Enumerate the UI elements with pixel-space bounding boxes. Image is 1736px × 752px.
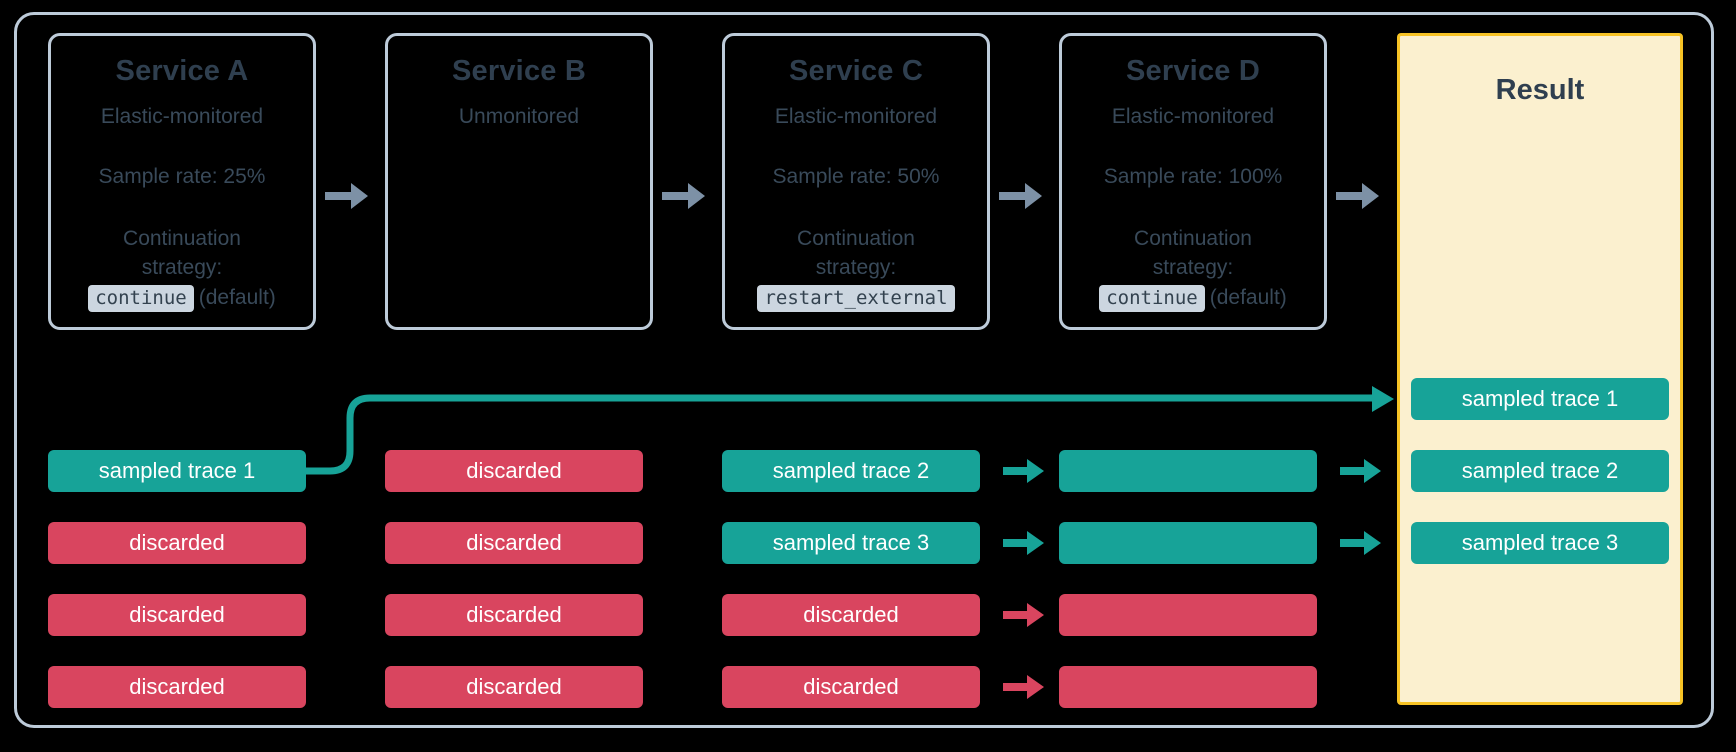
trace-arrow-d2-result3 — [1340, 531, 1381, 555]
trace-pill-b-1: discarded — [385, 450, 643, 492]
service-flow-arrow-d-result — [1336, 183, 1379, 209]
service-a-title: Service A — [115, 55, 249, 87]
service-a-strategy-note: (default) — [198, 286, 276, 310]
trace-pill-d-1 — [1059, 450, 1317, 492]
service-d-strategy-note: (default) — [1209, 286, 1287, 310]
service-flow-arrow-b-c — [662, 183, 705, 209]
result-pill-1: sampled trace 1 — [1411, 378, 1669, 420]
service-a-monitoring: Elastic-monitored — [100, 104, 264, 128]
trace-pill-d-4 — [1059, 666, 1317, 708]
trace-arrow-c3-d3 — [1003, 603, 1044, 627]
trace-arrow-d1-result2 — [1340, 459, 1381, 483]
trace-arrow-c2-d2 — [1003, 531, 1044, 555]
service-d-strategy-value: continue — [1099, 284, 1205, 312]
service-a-sample-rate: Sample rate: 25% — [98, 164, 266, 188]
result-pill-3: sampled trace 3 — [1411, 522, 1669, 564]
trace-pill-d-2 — [1059, 522, 1317, 564]
trace-arrow-c1-d1 — [1003, 459, 1044, 483]
service-c-sample-rate: Sample rate: 50% — [772, 164, 940, 188]
result-title: Result — [1495, 74, 1585, 106]
service-a-strategy-line: continue(default) — [51, 284, 313, 312]
service-d-title: Service D — [1126, 55, 1260, 87]
service-card-a: Service A Elastic-monitored Sample rate:… — [48, 33, 316, 330]
service-card-d: Service D Elastic-monitored Sample rate:… — [1059, 33, 1327, 330]
trace-arrow-c4-d4 — [1003, 675, 1044, 699]
service-b-monitoring: Unmonitored — [458, 104, 580, 128]
trace-pill-c-3: discarded — [722, 594, 980, 636]
service-c-strategy-line: restart_external — [725, 284, 987, 312]
trace-pill-b-3: discarded — [385, 594, 643, 636]
trace-pill-c-2: sampled trace 3 — [722, 522, 980, 564]
service-card-b: Service B Unmonitored — [385, 33, 653, 330]
trace-pill-b-4: discarded — [385, 666, 643, 708]
service-d-strategy-line: continue(default) — [1062, 284, 1324, 312]
service-flow-arrow-a-b — [325, 183, 368, 209]
trace-pill-b-2: discarded — [385, 522, 643, 564]
service-c-title: Service C — [789, 55, 923, 87]
trace-pill-c-4: discarded — [722, 666, 980, 708]
service-flow-arrow-c-d — [999, 183, 1042, 209]
trace-pill-a-2: discarded — [48, 522, 306, 564]
trace-pill-a-3: discarded — [48, 594, 306, 636]
service-a-strategy-value: continue — [88, 284, 194, 312]
service-b-title: Service B — [452, 55, 586, 87]
service-card-c: Service C Elastic-monitored Sample rate:… — [722, 33, 990, 330]
trace-pill-a-4: discarded — [48, 666, 306, 708]
service-c-strategy-value: restart_external — [757, 284, 955, 312]
service-d-monitoring: Elastic-monitored — [1111, 104, 1275, 128]
trace-pill-c-1: sampled trace 2 — [722, 450, 980, 492]
service-d-sample-rate: Sample rate: 100% — [1103, 164, 1283, 188]
service-c-monitoring: Elastic-monitored — [774, 104, 938, 128]
result-panel: Result — [1397, 33, 1683, 705]
trace-pill-a-1: sampled trace 1 — [48, 450, 306, 492]
result-pill-2: sampled trace 2 — [1411, 450, 1669, 492]
trace-pill-d-3 — [1059, 594, 1317, 636]
